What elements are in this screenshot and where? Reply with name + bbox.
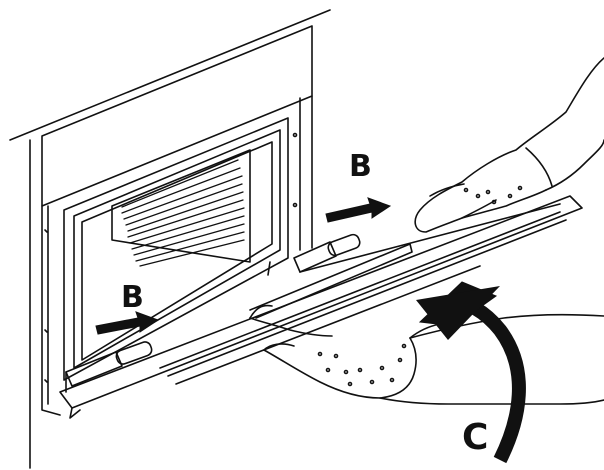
oven-frame [41,25,313,416]
arrow-b-lower [95,311,160,335]
right-hand-glove [414,57,604,233]
label-c: C [462,417,489,458]
arrow-b-upper [325,197,392,223]
oven-cavity [63,117,289,381]
grill-element [121,159,245,267]
left-hand-glove [249,304,604,405]
wall-outline [9,9,331,469]
label-b-lower: B [121,280,144,315]
label-b-upper: B [349,149,372,184]
oven-door [59,195,583,419]
arrow-c-curved [416,281,526,464]
hinge-upper [267,233,361,276]
hinge-lower [65,341,153,393]
